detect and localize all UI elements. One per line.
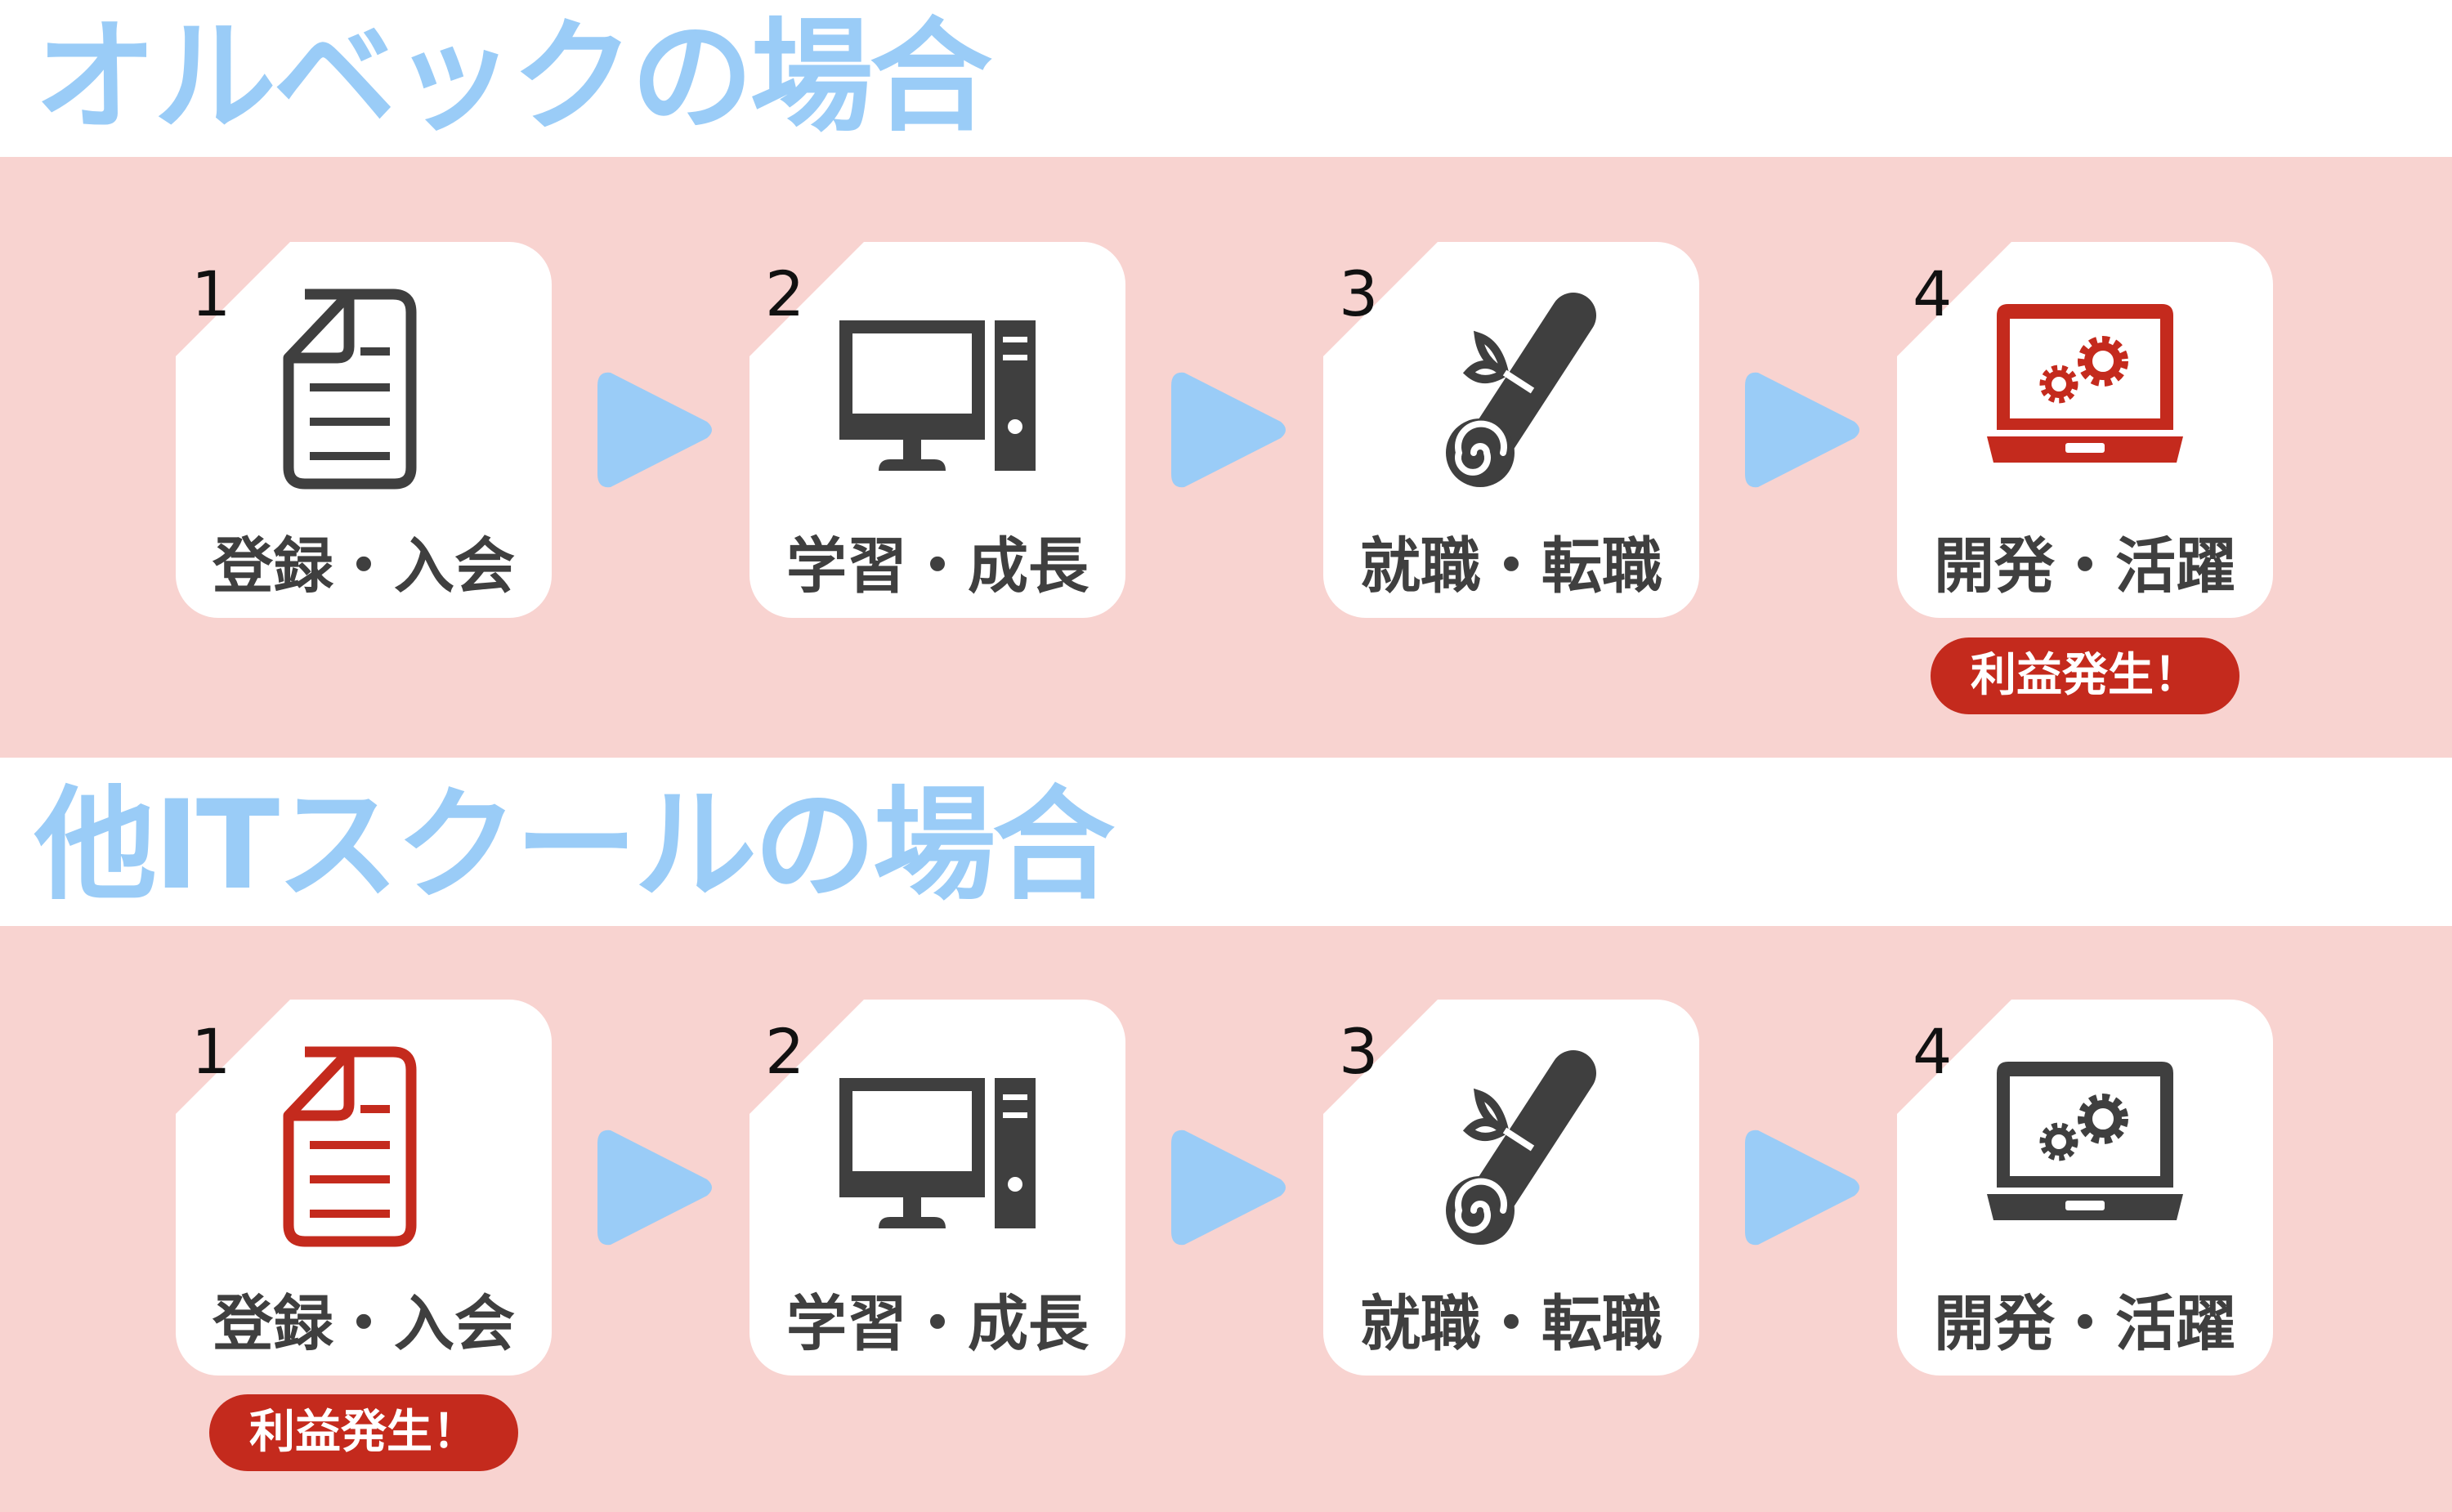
step-label: 開発・活躍 — [1934, 1289, 2236, 1359]
step-number: 2 — [765, 1015, 805, 1088]
step-number: 2 — [765, 257, 805, 330]
flow-arrow-icon — [594, 365, 717, 495]
flow-arrow-icon — [1742, 365, 1864, 495]
step-number: 3 — [1339, 1015, 1379, 1088]
step-label: 開発・活躍 — [1934, 531, 2236, 602]
step-card: 学習・成長 — [749, 242, 1125, 618]
flow-arrow-icon — [594, 1122, 717, 1253]
step-label: 就職・転職 — [1360, 1289, 1662, 1359]
desktop-computer-icon — [839, 1040, 1036, 1253]
flow-arrow-icon — [1742, 1122, 1864, 1253]
step-number: 1 — [191, 1015, 231, 1088]
step-number: 1 — [191, 257, 231, 330]
section-title: 他ITスクールの場合 — [34, 775, 1115, 917]
desktop-computer-icon — [839, 283, 1036, 495]
step-card: 開発・活躍 — [1897, 242, 2273, 618]
step-card: 就職・転職 — [1323, 242, 1699, 618]
profit-badge: 利益発生！ — [1931, 637, 2239, 714]
step-number: 3 — [1339, 257, 1379, 330]
flow-arrow-icon — [1168, 365, 1291, 495]
step-label: 登録・入会 — [213, 1289, 515, 1359]
section-title: オルベックの場合 — [34, 7, 992, 149]
document-icon — [266, 283, 462, 495]
laptop-gears-icon — [1987, 283, 2183, 495]
step-card: 開発・活躍 — [1897, 1000, 2273, 1376]
step-card: 学習・成長 — [749, 1000, 1125, 1376]
laptop-gears-icon — [1987, 1040, 2183, 1253]
step-label: 就職・転職 — [1360, 531, 1662, 602]
flow-band: 登録・入会 1 学習・成長 2 — [0, 926, 2452, 1512]
step-number: 4 — [1913, 257, 1953, 330]
profit-badge: 利益発生！ — [209, 1394, 518, 1471]
diploma-scroll-icon — [1413, 1040, 1609, 1253]
document-icon — [266, 1040, 462, 1253]
step-label: 登録・入会 — [213, 531, 515, 602]
diploma-scroll-icon — [1413, 283, 1609, 495]
step-card: 就職・転職 — [1323, 1000, 1699, 1376]
flow-band: 登録・入会 1 学習・成長 2 — [0, 157, 2452, 758]
step-label: 学習・成長 — [786, 531, 1089, 602]
step-card: 登録・入会 — [176, 242, 552, 618]
flow-arrow-icon — [1168, 1122, 1291, 1253]
step-card: 登録・入会 — [176, 1000, 552, 1376]
step-number: 4 — [1913, 1015, 1953, 1088]
step-label: 学習・成長 — [786, 1289, 1089, 1359]
